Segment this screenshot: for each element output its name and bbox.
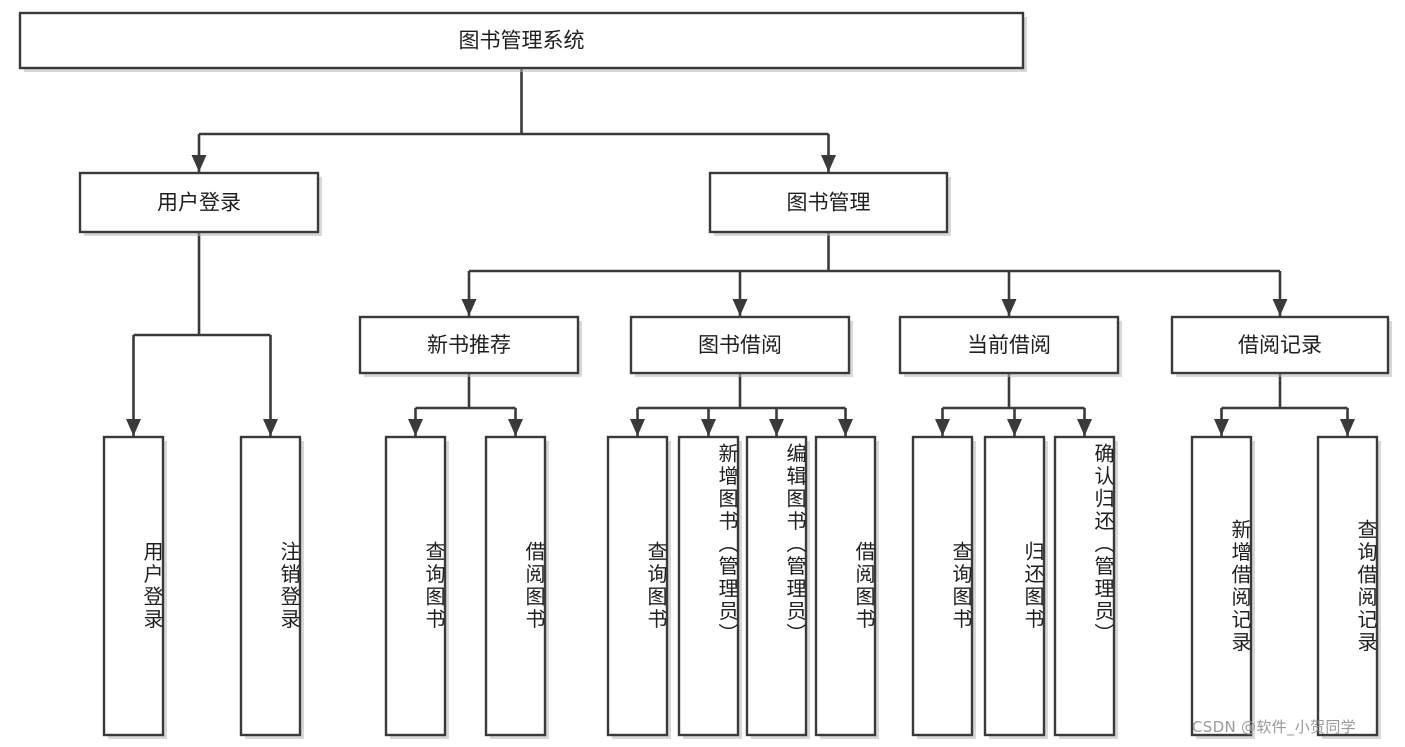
node-leaf-logout[interactable] [239,435,302,737]
node-root[interactable] [18,11,1025,70]
arrow-head [1214,419,1229,436]
arrow-head [769,419,784,436]
node-book-borrow[interactable] [629,315,851,375]
node-book-manage-label: 图书管理 [787,191,871,215]
node-borrow-record[interactable] [1170,315,1390,375]
arrow-head [461,299,477,316]
csdn-watermark: CSDN @软件_小贺同学 [1192,718,1356,736]
connectors-layer [126,68,1355,436]
arrow-head [1340,419,1355,436]
arrow-head [508,419,523,436]
node-user-login[interactable] [78,171,320,234]
node-current-borrow[interactable] [898,315,1120,375]
node-leaf-query-book-2[interactable] [606,435,669,737]
node-leaf-borrow-book-2[interactable] [814,435,877,737]
node-leaf-user-login[interactable] [102,435,165,737]
arrow-head [408,419,423,436]
arrow-head [1007,419,1022,436]
arrow-head [191,155,207,172]
arrow-head [630,419,645,436]
node-borrow-record-label: 借阅记录 [1238,333,1322,357]
node-leaf-query-record[interactable] [1316,435,1379,737]
node-root-label: 图书管理系统 [459,29,585,53]
boxes-layer [18,11,1392,739]
node-book-borrow-label: 图书借阅 [698,333,782,357]
node-leaf-return-book[interactable] [983,435,1046,737]
arrow-head [732,299,748,316]
arrow-head [821,155,836,172]
arrow-head [1001,299,1017,316]
arrow-head [701,419,716,436]
node-leaf-query-book-1[interactable] [384,435,447,737]
arrow-head [935,419,950,436]
node-user-login-label: 用户登录 [157,191,241,215]
node-leaf-edit-book[interactable] [745,435,808,737]
node-current-borrow-label: 当前借阅 [967,333,1051,357]
node-leaf-confirm-return[interactable] [1053,435,1116,737]
node-leaf-add-record[interactable] [1190,435,1253,737]
arrow-head [1077,419,1092,436]
arrow-head [263,419,278,436]
node-book-manage[interactable] [708,171,949,234]
arrow-head [126,419,141,436]
node-leaf-query-book-3[interactable] [911,435,974,737]
node-leaf-borrow-book-1[interactable] [484,435,547,737]
node-new-book-recommend[interactable] [358,315,580,375]
node-leaf-add-book[interactable] [677,435,740,737]
node-new-book-recommend-label: 新书推荐 [427,333,511,357]
arrow-head [838,419,853,436]
arrow-head [1272,299,1288,316]
